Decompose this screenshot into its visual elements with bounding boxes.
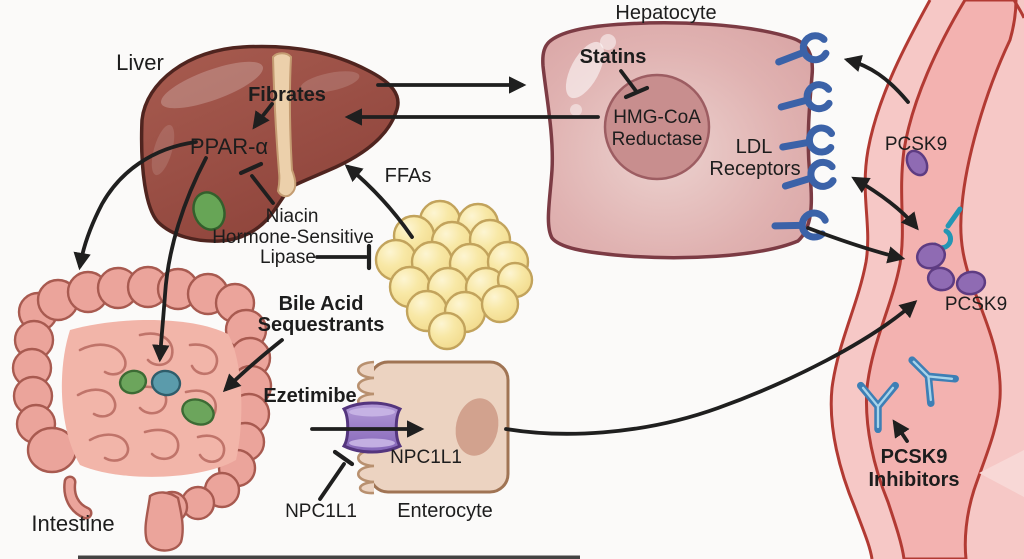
pcsk9-inhibitors-label-line1: PCSK9 — [881, 446, 948, 468]
arrows — [73, 55, 919, 501]
fibrates-drug-label: Fibrates — [248, 84, 326, 106]
enterocyte-label: Enterocyte — [397, 500, 493, 522]
gallbladder — [192, 191, 226, 231]
vessel-corner-line — [1012, 0, 1024, 19]
arrow-bile-to-lumen — [152, 156, 208, 363]
bile-acid-sequestrants-label-line2: Sequestrants — [258, 314, 385, 336]
bile-acid-blob — [118, 369, 148, 395]
npc1l1-target-label: NPC1L1 — [285, 501, 357, 522]
liver-highlight-2 — [300, 71, 360, 93]
hmg-coa-reductase-circle — [603, 73, 711, 181]
arrow-ffas-to-liver — [344, 164, 414, 239]
bile-acid-sequestrants-label-line1: Bile Acid — [279, 293, 364, 315]
npc1l1-membrane-label: NPC1L1 — [390, 447, 462, 468]
arrow-sequestrants-to-blob — [222, 338, 284, 393]
niacin-drug-label: Niacin — [266, 206, 319, 227]
pcsk9-ldlr-complex — [915, 206, 987, 296]
vessel-contents — [861, 149, 987, 429]
ppar-alpha-label: PPAR-α — [190, 134, 269, 159]
vessel-highlight-notch — [979, 450, 1024, 497]
hormone-sensitive-lipase-label-line1: Hormone-Sensitive — [212, 227, 374, 248]
intestine-label: Intestine — [31, 511, 114, 536]
arrow-hepatocyte-to-pcsk9 — [806, 226, 906, 264]
hepatocyte-highlight-dot — [600, 34, 616, 50]
lipase-inhibition — [315, 243, 372, 271]
falciform-ligament — [271, 52, 297, 198]
hepatocyte-highlight-dot-2 — [570, 104, 582, 116]
statins-inhibition — [619, 69, 650, 100]
arrow-receptor-pcsk9-cycle — [851, 176, 919, 231]
enterocyte-illustration — [341, 360, 510, 495]
sequestrant-blob-teal — [150, 369, 182, 397]
enterocyte-nucleus — [455, 398, 499, 456]
rectum — [144, 491, 184, 552]
arrow-fibrates-to-ppar — [252, 102, 274, 130]
liver-label: Liver — [116, 50, 164, 75]
internalized-receptor-icon — [945, 206, 963, 229]
hepatocyte-highlight — [565, 41, 605, 99]
ldl-receptors-label-line1: LDL — [736, 136, 773, 158]
arrow-enterocyte-to-vessel — [504, 300, 918, 436]
ffas-label: FFAs — [385, 165, 432, 187]
niacin-inhibition — [238, 161, 275, 205]
statins-drug-label: Statins — [580, 46, 647, 68]
vessel-outer-wall-line — [829, 0, 932, 559]
pcsk9-protein-icon — [905, 149, 929, 177]
adipocyte-cluster — [374, 199, 534, 351]
hepatocyte-illustration — [541, 21, 834, 260]
hmg-coa-reductase-label-line2: Reductase — [612, 129, 703, 150]
hmg-coa-reductase-label-line1: HMG-CoA — [613, 107, 701, 128]
pcsk9-complex-label: PCSK9 — [945, 294, 1007, 315]
ldl-receptors-label-line2: Receptors — [709, 158, 800, 180]
liver-highlight — [160, 61, 264, 109]
arrow-liver-to-intestine — [73, 140, 198, 271]
ezetimibe-drug-label: Ezetimibe — [263, 385, 356, 407]
bottom-artifact-bar — [78, 555, 580, 559]
arrow-vessel-to-receptor-top — [843, 55, 910, 104]
hormone-sensitive-lipase-label-line2: Lipase — [260, 247, 316, 268]
hepatocyte-label: Hepatocyte — [615, 2, 716, 24]
npc1l1-inhibition — [318, 449, 355, 501]
pcsk9-free-label: PCSK9 — [885, 134, 947, 155]
arrow-label-to-antibody — [892, 419, 910, 443]
small-intestine — [61, 319, 242, 477]
pcsk9-inhibitors-label-line2: Inhibitors — [868, 469, 959, 491]
sequestrant-blob-green — [181, 398, 215, 426]
intestine-illustration — [11, 265, 273, 552]
